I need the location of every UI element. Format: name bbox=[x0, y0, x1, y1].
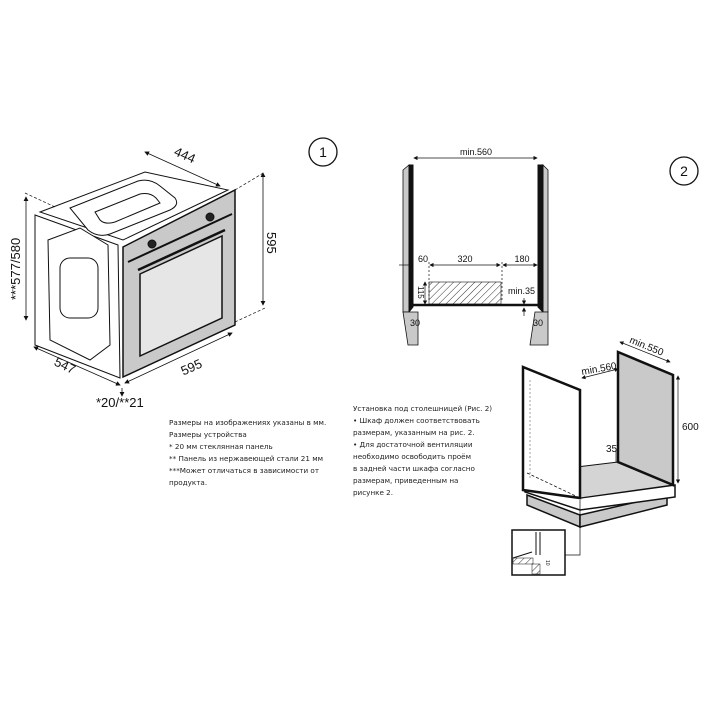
front-vent-height-label: 115 bbox=[416, 286, 425, 299]
note-line: в задней части шкафа согласно bbox=[353, 464, 475, 473]
dim-height-left: ***577/580 bbox=[8, 238, 23, 300]
dim-panel-thickness: *20/**21 bbox=[96, 395, 144, 410]
inset-gap-label: 10 bbox=[544, 560, 550, 566]
note-line: продукта. bbox=[169, 478, 208, 487]
detail-inset bbox=[511, 529, 566, 576]
note-line: • Для достаточной вентиляции bbox=[353, 440, 473, 449]
front-left-label: 60 bbox=[418, 254, 428, 264]
iso-depth-label: min.550 bbox=[628, 335, 666, 359]
front-middle-label: 320 bbox=[457, 254, 472, 264]
note-line: размерам, приведенным на bbox=[353, 476, 459, 485]
front-gap-label: min.35 bbox=[508, 286, 535, 296]
iso-height-label: 600 bbox=[682, 422, 699, 433]
cabinet-front-view bbox=[399, 155, 549, 346]
figure-1-notes: Размеры на изображениях указаны в мм. Ра… bbox=[169, 417, 326, 489]
svg-text:1: 1 bbox=[319, 144, 327, 160]
iso-width-label: min.560 bbox=[581, 361, 618, 378]
front-width-label: min.560 bbox=[460, 147, 492, 157]
cabinet-iso-view bbox=[511, 341, 681, 576]
cabinet-back-right-panel bbox=[616, 350, 675, 487]
note-line: * 20 мм стеклянная панель bbox=[169, 442, 273, 451]
note-line: рисунке 2. bbox=[353, 488, 394, 497]
note-line: • Шкаф должен соответствовать bbox=[353, 416, 480, 425]
dim-height-right: 595 bbox=[264, 232, 279, 254]
note-line: ***Может отличаться в зависимости от bbox=[169, 466, 320, 475]
oven-drawing bbox=[23, 151, 266, 397]
note-line: размерам, указанным на рис. 2. bbox=[353, 428, 475, 437]
note-line: Установка под столешницей (Рис. 2) bbox=[353, 404, 493, 413]
svg-text:2: 2 bbox=[680, 163, 688, 179]
oven-door-window bbox=[139, 234, 223, 358]
knob-right bbox=[205, 212, 215, 222]
front-right-bottom-label: 30 bbox=[533, 318, 543, 328]
iso-gap-label: 35 bbox=[606, 444, 618, 455]
cabinet-left-panel bbox=[521, 365, 582, 500]
figure-2-notes: Установка под столешницей (Рис. 2) • Шка… bbox=[353, 403, 492, 499]
note-line: Размеры на изображениях указаны в мм. bbox=[169, 418, 327, 427]
figure-2-badge: 2 bbox=[669, 156, 699, 186]
dim-depth-top: 444 bbox=[172, 144, 198, 167]
note-line: Размеры устройства bbox=[169, 430, 247, 439]
figure-1-badge: 1 bbox=[308, 137, 338, 167]
front-left-bottom-label: 30 bbox=[410, 318, 420, 328]
note-line: ** Панель из нержавеющей стали 21 мм bbox=[169, 454, 324, 463]
note-line: необходимо освободить проём bbox=[353, 452, 472, 461]
knob-left bbox=[147, 239, 157, 249]
dim-width-bottom: 595 bbox=[178, 356, 204, 379]
front-right-label: 180 bbox=[514, 254, 529, 264]
ventilation-opening bbox=[428, 281, 502, 305]
